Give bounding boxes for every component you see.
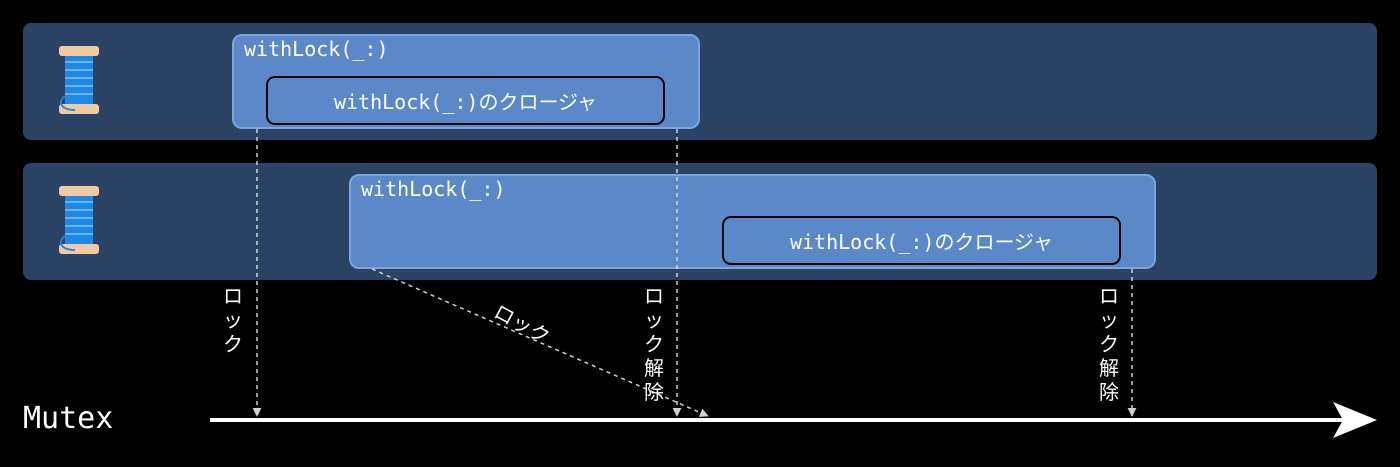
lock-event-label-1: ロ ッ ク: [223, 284, 243, 356]
unlock-event-label-1: ロ ッ ク 解 除: [644, 284, 664, 404]
mutex-timeline-arrowhead: [1333, 402, 1377, 438]
closure-box-thread-1: withLock(_:)のクロージャ: [266, 76, 665, 125]
lock-connector-2: [371, 268, 709, 417]
closure-box-thread-2: withLock(_:)のクロージャ: [722, 216, 1121, 265]
thread-spool-icon: [59, 46, 99, 114]
thread-spool-icon: [59, 186, 99, 254]
withlock-label: withLock(_:): [244, 37, 389, 61]
withlock-label: withLock(_:): [361, 177, 506, 201]
mutex-label: Mutex: [23, 401, 114, 436]
unlock-event-label-2: ロ ッ ク 解 除: [1099, 284, 1119, 404]
